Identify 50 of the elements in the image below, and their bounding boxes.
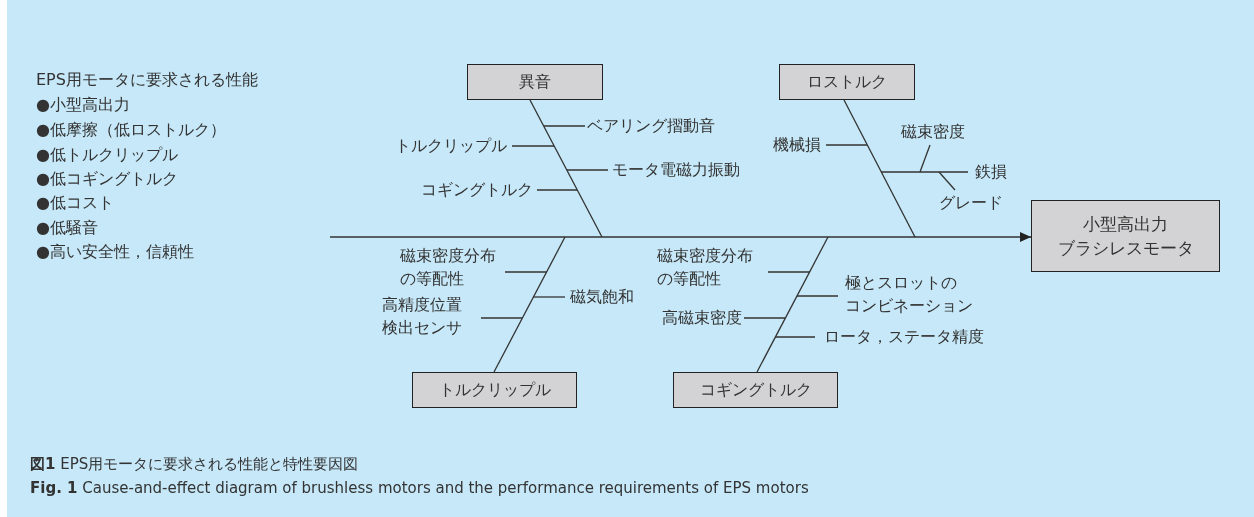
cause-label: 高精度位置検出センサ [382,294,462,340]
cause-label: ロータ，ステータ精度 [824,325,984,349]
requirement-item: ●低騒音 [36,217,98,239]
branch-line [536,189,578,191]
branch-line [504,271,548,273]
requirement-item: ●高い安全性，信頼性 [36,241,194,263]
bone-line [843,99,916,238]
requirement-item: ●低コギングトルク [36,168,178,190]
branch-line [796,295,839,297]
caption-text: Fig. 1 Cause-and-effect diagram of brushless motors and the performance requirements of EPS motors [30,478,809,499]
cause-label: 鉄損 [975,160,1007,184]
branch-line [919,144,931,173]
bone-line [493,236,566,373]
branch-line [543,125,586,127]
list-heading: EPS用モータに要求される性能 [36,69,258,91]
branch-line [480,317,523,319]
bone-line [529,99,603,238]
cause-label: 高磁束密度 [662,306,742,330]
branch-line [511,145,555,147]
cause-label: ベアリング摺動音 [587,114,715,138]
spine-arrow [329,232,1032,242]
cause-label: 磁束密度分布の等配性 [657,245,753,291]
category-box: 異音 [467,64,603,100]
requirement-item: ●小型高出力 [36,94,130,116]
caption-text: 図1 EPS用モータに要求される性能と特性要因図 [30,454,359,475]
cause-label: 磁束密度分布の等配性 [400,245,496,291]
bone-line [756,236,829,373]
cause-label: 磁束密度 [901,120,965,144]
branch-line [532,296,566,298]
branch-line [774,336,816,338]
requirement-item: ●低摩擦（低ロストルク） [36,119,226,141]
cause-label: トルクリップル [395,134,507,158]
cause-label: モータ電磁力振動 [612,158,740,182]
effect-box: 小型高出力ブラシレスモータ [1031,200,1220,272]
cause-label: 磁気飽和 [570,285,634,309]
cause-label: 機械損 [773,133,821,157]
requirement-item: ●低コスト [36,192,114,214]
cause-label: コギングトルク [421,178,533,202]
cause-label: 極とスロットのコンビネーション [845,272,973,318]
branch-line [825,144,868,146]
branch-line [938,171,956,191]
branch-line [767,271,811,273]
requirement-item: ●低トルクリップル [36,144,178,166]
branch-line [880,171,969,173]
branch-line [743,317,786,319]
branch-line [566,169,609,171]
category-box: ロストルク [779,64,915,100]
category-box: コギングトルク [673,372,838,408]
cause-label: グレード [939,191,1003,215]
category-box: トルクリップル [412,372,577,408]
